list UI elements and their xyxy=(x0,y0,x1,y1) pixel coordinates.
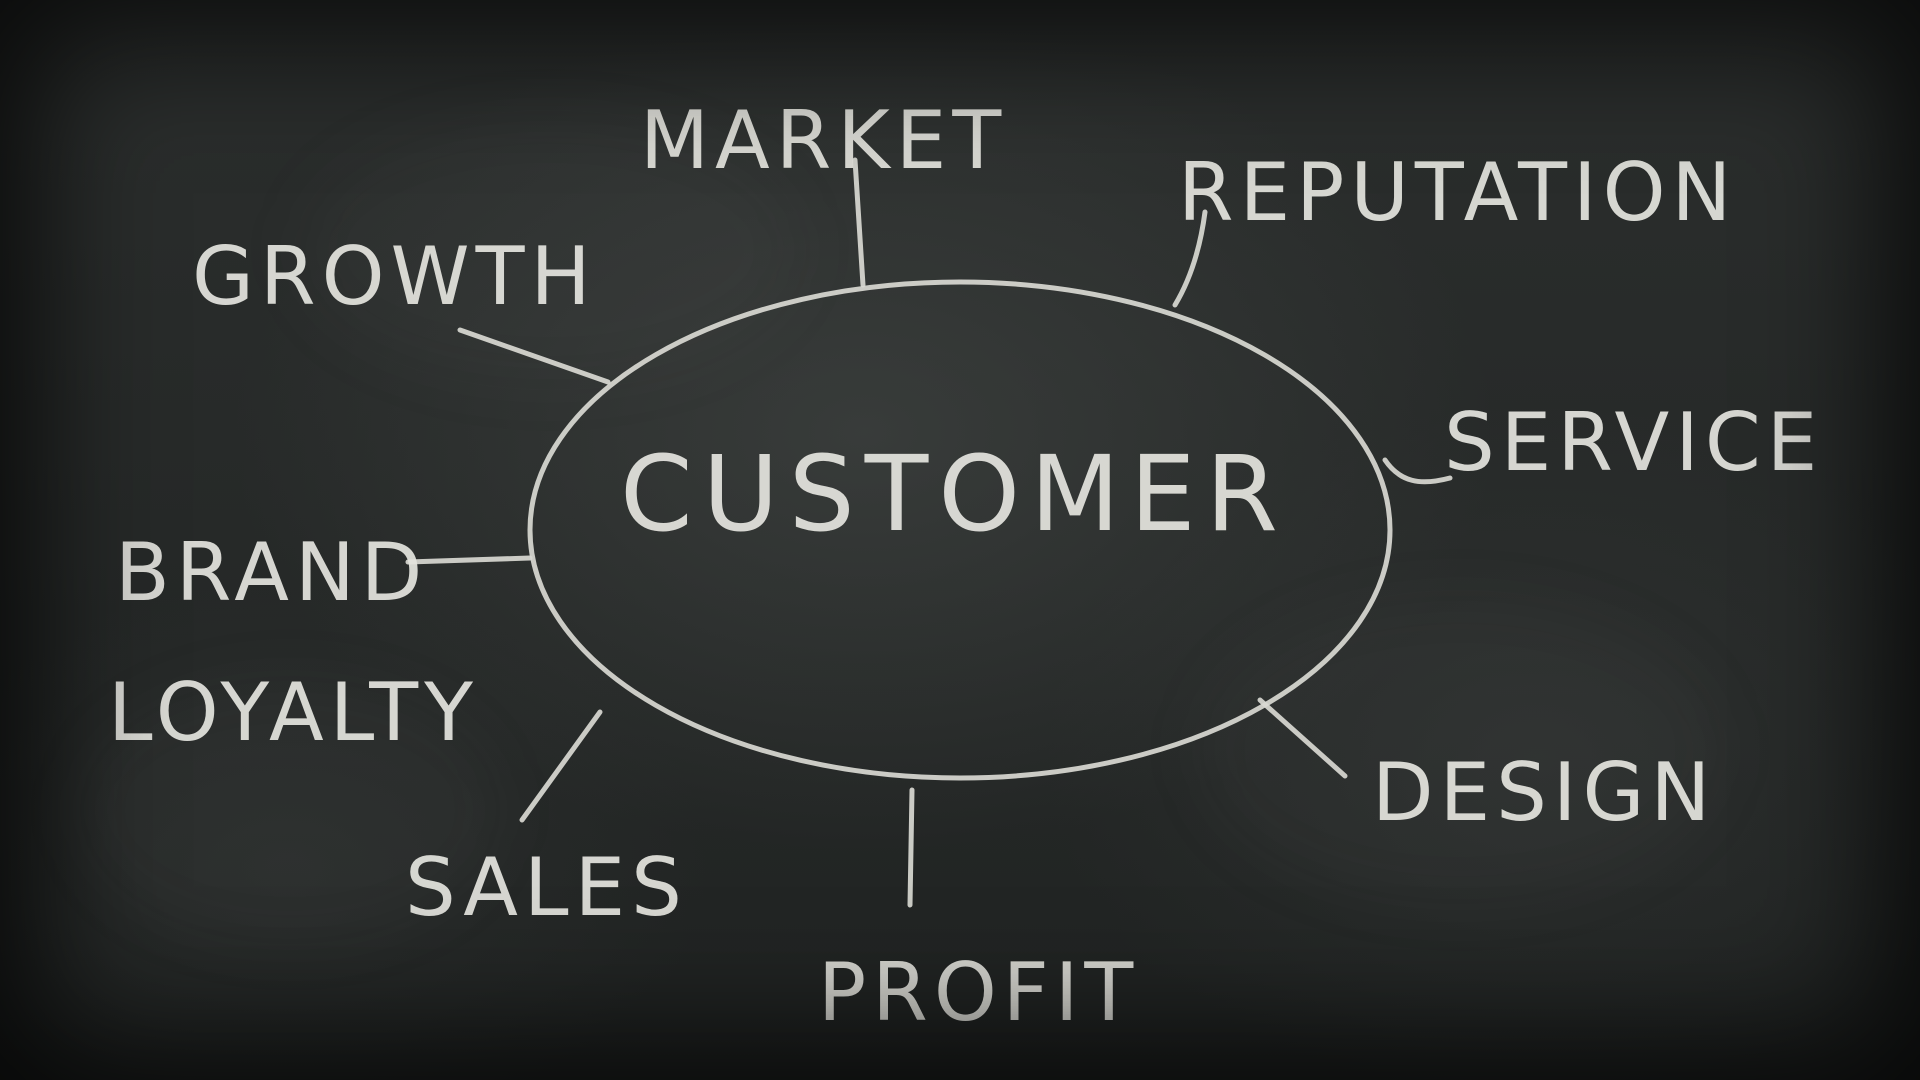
center-label: CUSTOMER xyxy=(620,433,1288,555)
connector-growth xyxy=(457,327,611,385)
node-label-design: DESIGN xyxy=(1372,746,1716,839)
connector-design xyxy=(1257,697,1348,779)
connector-profit xyxy=(907,787,915,908)
node-label-profit: PROFIT xyxy=(818,946,1139,1039)
node-label-service: SERVICE xyxy=(1444,396,1823,489)
node-label-market: MARKET xyxy=(640,94,1007,187)
node-label-sales: SALES xyxy=(405,841,688,934)
node-label-loyalty: LOYALTY xyxy=(108,666,479,759)
connector-sales xyxy=(519,709,603,823)
connector-service xyxy=(1382,457,1453,485)
node-label-reputation: REPUTATION xyxy=(1178,146,1737,239)
node-label-brand: BRAND xyxy=(115,526,428,619)
node-label-growth: GROWTH xyxy=(192,230,597,323)
chalk-smudge xyxy=(1200,600,1720,900)
center-ellipse xyxy=(527,279,1393,781)
chalk-smudge xyxy=(300,120,800,380)
chalk-smudge xyxy=(80,680,500,940)
connector-reputation xyxy=(1172,209,1208,308)
connector-market xyxy=(852,157,866,288)
connector-brand xyxy=(405,555,533,565)
